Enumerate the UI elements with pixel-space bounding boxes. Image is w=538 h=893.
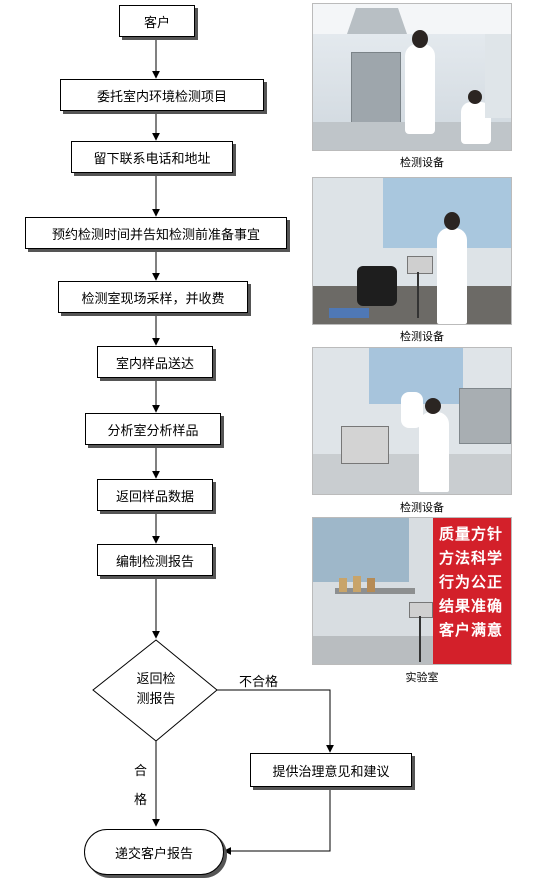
caption-photo-4: 实验室: [405, 671, 439, 684]
lab-sign: 质量方针 方法科学 行为公正 结果准确 客户满意: [439, 522, 503, 642]
client-box: 客户: [119, 5, 195, 37]
step-commission-box: 委托室内环境检测项目: [60, 79, 264, 111]
caption-photo-2: 检测设备: [400, 330, 444, 343]
photo-laboratory: 质量方针 方法科学 行为公正 结果准确 客户满意: [312, 517, 512, 665]
caption-photo-3: 检测设备: [400, 501, 444, 514]
step-contact-box: 留下联系电话和地址: [71, 141, 233, 173]
decision-label: 返回检 测报告: [118, 670, 194, 710]
sign-line-3: 行为公正: [439, 573, 504, 591]
remedy-box: 提供治理意见和建议: [250, 753, 412, 787]
decision-shape: [92, 639, 218, 742]
caption-photo-1: 检测设备: [400, 156, 444, 169]
photo-detection-equipment-1: [312, 3, 512, 151]
photo-detection-equipment-3: [312, 347, 512, 495]
sign-line-5: 客户满意: [439, 621, 504, 639]
sign-line-2: 方法科学: [439, 549, 504, 567]
sign-line-4: 结果准确: [439, 597, 504, 615]
decision-line-2: 测报告: [136, 692, 176, 707]
step-analysis-box: 分析室分析样品: [85, 413, 221, 445]
arrow-decision-remedy: [217, 689, 334, 753]
arrow-remedy-final: [223, 787, 331, 855]
sign-line-1: 质量方针: [439, 525, 504, 543]
decision-line-1: 返回检: [136, 672, 176, 687]
photo-detection-equipment-2: [312, 177, 512, 325]
step-report-box: 编制检测报告: [97, 544, 213, 576]
step-return-data-box: 返回样品数据: [97, 479, 213, 511]
pass-label-2: 格: [134, 793, 148, 808]
step-appointment-box: 预约检测时间并告知检测前准备事宜: [25, 217, 287, 249]
step-delivery-box: 室内样品送达: [97, 346, 213, 378]
fail-label: 不合格: [239, 675, 279, 690]
final-report-terminal: 递交客户报告: [84, 829, 224, 875]
pass-label-1: 合: [134, 764, 148, 779]
step-sampling-box: 检测室现场采样，并收费: [58, 281, 248, 313]
